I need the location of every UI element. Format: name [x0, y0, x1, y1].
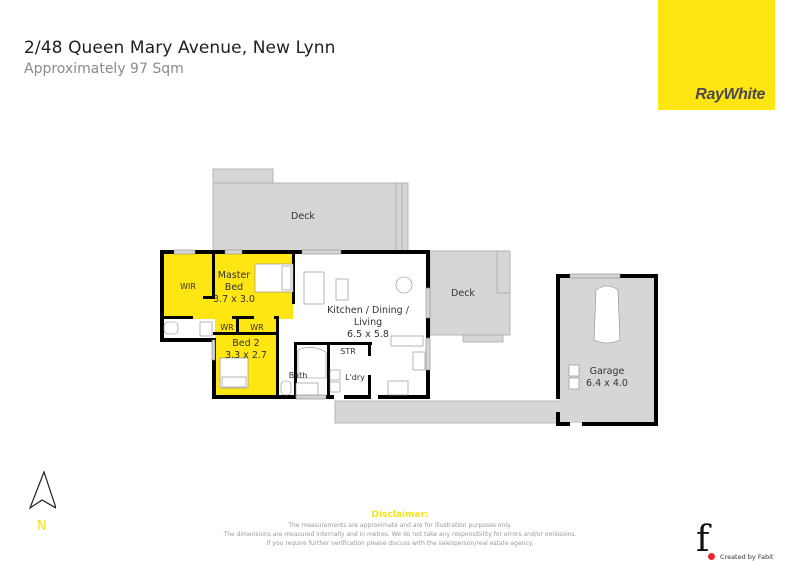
- wr-zone: [215, 319, 278, 335]
- room-label-deck-right: Deck: [451, 288, 475, 299]
- room-label-wr-1: WR: [220, 323, 234, 332]
- room-label-master-line2: Bed: [225, 282, 243, 293]
- property-area: Approximately 97 Sqm: [24, 61, 184, 77]
- path-walkway: [334, 400, 561, 424]
- room-label-kitchen-line1: Kitchen / Dining /: [327, 305, 410, 316]
- north-label: N: [37, 519, 47, 534]
- room-label-bed2: Bed 2: [232, 338, 259, 349]
- fabit-logo-icon: f: [696, 519, 710, 560]
- fabit-dot-icon: [708, 553, 715, 560]
- disclaimer-title: Disclaimer:: [371, 510, 429, 520]
- disclaimer-line-3: If you require further verification plea…: [266, 540, 534, 547]
- room-dims-kitchen: 6.5 x 5.8: [347, 329, 389, 340]
- raywhite-logo: RayWhite: [658, 0, 775, 110]
- room-label-wr-2: WR: [250, 323, 264, 332]
- room-dims-bed2: 3.3 x 2.7: [225, 350, 267, 361]
- disclaimer-line-2: The dimensions are measured internally a…: [223, 531, 577, 538]
- north-arrow-icon: [28, 470, 56, 510]
- deck-right: [429, 250, 511, 343]
- windows: [173, 249, 621, 400]
- room-label-master-line1: Master: [218, 270, 251, 281]
- room-label-laundry: L'dry: [345, 373, 365, 382]
- room-label-str: STR: [340, 347, 356, 356]
- raywhite-logo-text: RayWhite: [695, 86, 765, 103]
- deck-upper: [212, 168, 409, 254]
- room-dims-garage: 6.4 x 4.0: [586, 378, 628, 389]
- property-address: 2/48 Queen Mary Avenue, New Lynn: [24, 38, 336, 58]
- fabit-credit-text: Created by Fabit: [720, 553, 774, 561]
- walls: [160, 250, 658, 426]
- room-label-wir: WIR: [180, 282, 196, 291]
- disclaimer-line-1: The measurements are approximate and are…: [288, 522, 512, 529]
- furniture: [163, 263, 621, 396]
- room-label-bath: Bath: [289, 371, 308, 380]
- room-label-kitchen-line2: Living: [354, 317, 382, 328]
- room-dims-master: 3.7 x 3.0: [213, 294, 255, 305]
- room-label-deck-upper: Deck: [291, 211, 315, 222]
- room-label-garage: Garage: [590, 366, 625, 377]
